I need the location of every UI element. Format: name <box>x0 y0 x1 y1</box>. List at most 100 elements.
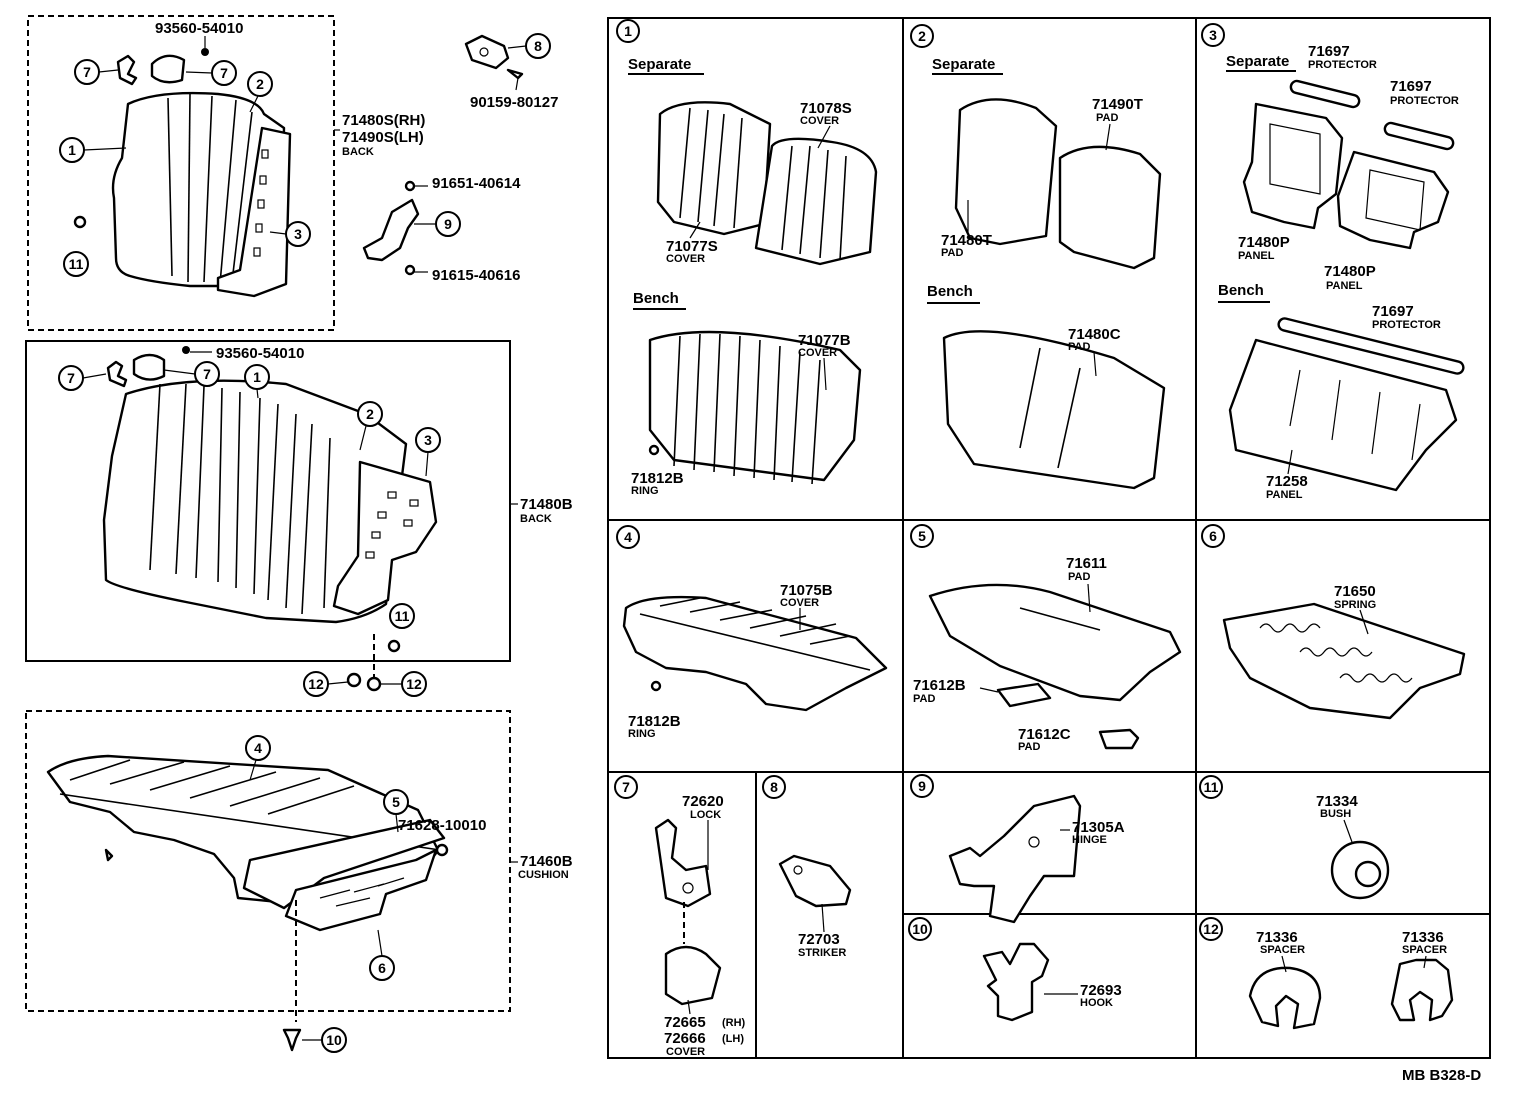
spring-icon <box>1222 602 1466 720</box>
cell-9-hinge: 9 71305A HINGE <box>910 774 1125 924</box>
cell-number: 11 <box>1204 779 1219 795</box>
protector-icon <box>1383 121 1455 151</box>
part-number-71480c: 71480C <box>1068 326 1121 343</box>
cell-number: 4 <box>624 529 632 545</box>
clip-icon <box>116 54 138 86</box>
hook-icon <box>282 1028 302 1052</box>
part-desc-cover: COVER <box>666 1046 705 1058</box>
cell-3-panels: 3 Separate 71697 PROTECTOR 71697 PROTECT… <box>1201 23 1465 501</box>
part-number-71612b: 71612B <box>913 677 966 694</box>
cell-number: 8 <box>770 779 778 795</box>
part-number-71336: 71336 <box>1256 929 1298 946</box>
bolt-91651-label: 91651-40614 <box>432 175 521 192</box>
lock-cover-icon <box>664 945 722 1006</box>
bolt-icon <box>182 346 190 354</box>
spacer-icon <box>366 676 382 692</box>
group-back-separate: 93560-54010 7 7 2 1 3 11 71480S(RH) 7149… <box>27 15 425 331</box>
callout-2: 2 <box>366 406 374 422</box>
group-back-separate-frame <box>27 15 335 331</box>
striker-icon <box>464 34 510 70</box>
cover-icon <box>656 101 772 236</box>
bush-icon <box>73 215 87 229</box>
striker-and-hinge-parts: 8 90159-80127 91651-40614 9 91615-40616 <box>362 33 558 284</box>
callout-2: 2 <box>256 76 264 92</box>
callout-5: 5 <box>392 794 400 810</box>
part-number-71480p: 71480P <box>1324 263 1376 280</box>
cell-4-cushion-cover: 4 71075B COVER 71812B RING <box>616 525 888 740</box>
part-desc-hinge: HINGE <box>1072 834 1107 846</box>
part-number-71336: 71336 <box>1402 929 1444 946</box>
callout-3: 3 <box>424 432 432 448</box>
cell-10-hook: 10 72693 HOOK <box>908 917 1122 1022</box>
ring-icon <box>648 444 660 456</box>
callout-7: 7 <box>67 370 75 386</box>
callout-12: 12 <box>308 676 324 692</box>
cell-number: 3 <box>1209 27 1217 43</box>
cell-6-spring: 6 71650 SPRING <box>1201 524 1466 720</box>
lock-icon <box>654 818 712 908</box>
part-number-71611: 71611 <box>1066 555 1107 572</box>
part-suffix-rh: (RH) <box>722 1017 746 1029</box>
part-number-71078s: 71078S <box>800 100 852 117</box>
part-desc-back: BACK <box>520 513 552 525</box>
cell-7-lock: 7 72620 LOCK 72665 (RH) 72666 (LH) COVER <box>614 775 746 1058</box>
part-suffix-lh: (LH) <box>722 1033 744 1045</box>
callouts: 4 5 6 <box>245 735 409 981</box>
cell-2-back-pads: 2 Separate 71490T PAD 71480T PAD Bench 7… <box>910 24 1166 490</box>
cell-number: 12 <box>1203 921 1219 937</box>
cell-11-bush: 11 71334 BUSH <box>1199 775 1390 900</box>
cell-number: 9 <box>918 778 926 794</box>
bolt-icon <box>404 264 416 276</box>
pad-icon <box>942 330 1166 490</box>
bolt-93560-label: 93560-54010 <box>216 345 304 362</box>
callout-12: 12 <box>406 676 422 692</box>
hinge-icon <box>362 198 420 262</box>
seat-back-separate <box>111 91 286 292</box>
pad-block-icon <box>996 682 1052 708</box>
part-desc-protector: PROTECTOR <box>1372 319 1441 331</box>
pad-icon <box>1058 145 1162 270</box>
hinge-icon <box>948 794 1082 924</box>
part-desc-pad: PAD <box>1068 341 1090 353</box>
section-bench: Bench <box>633 290 679 307</box>
part-number-71480s: 71480S(RH) <box>342 112 425 129</box>
part-desc-hook: HOOK <box>1080 997 1113 1009</box>
clip-icon <box>106 360 128 388</box>
bolt-icon <box>201 48 209 56</box>
part-number-71480t: 71480T <box>941 232 992 249</box>
callout-6: 6 <box>378 960 386 976</box>
callout-8: 8 <box>534 38 542 54</box>
callout-10: 10 <box>326 1032 342 1048</box>
part-desc-cover: COVER <box>800 115 839 127</box>
section-bench: Bench <box>1218 282 1264 299</box>
part-number-71480p: 71480P <box>1238 234 1290 251</box>
section-separate: Separate <box>1226 53 1289 70</box>
striker-icon <box>778 854 852 908</box>
part-number-71490s: 71490S(LH) <box>342 129 424 146</box>
cushion-pad <box>242 818 446 910</box>
spacer-icon <box>1390 958 1454 1022</box>
callout-7: 7 <box>203 366 211 382</box>
clip-icon <box>150 54 186 84</box>
bolt-93560-label: 93560-54010 <box>155 20 243 37</box>
callout-7: 7 <box>83 64 91 80</box>
cell-number: 10 <box>912 921 928 937</box>
bolt-icon <box>435 843 449 857</box>
part-desc-lock: LOCK <box>690 809 721 821</box>
part-desc-panel: PANEL <box>1238 250 1275 262</box>
part-number-72693: 72693 <box>1080 982 1122 999</box>
part-desc-protector: PROTECTOR <box>1308 59 1377 71</box>
cell-5-cushion-pads: 5 71611 PAD 71612B PAD 71612C PAD <box>910 524 1182 753</box>
part-number-71612c: 71612C <box>1018 726 1071 743</box>
section-bench: Bench <box>927 283 973 300</box>
part-desc-protector: PROTECTOR <box>1390 95 1459 107</box>
part-number-71334: 71334 <box>1316 793 1358 810</box>
cover-icon <box>648 330 862 482</box>
diagram-code: MB B328-D <box>1402 1067 1481 1084</box>
bolt-icon <box>404 180 416 192</box>
grid-frame <box>607 17 1491 1059</box>
part-number-71812b: 71812B <box>631 470 684 487</box>
group-back-bench: 93560-54010 7 7 1 2 3 11 12 12 <box>25 340 573 697</box>
cell-number: 2 <box>918 28 926 44</box>
